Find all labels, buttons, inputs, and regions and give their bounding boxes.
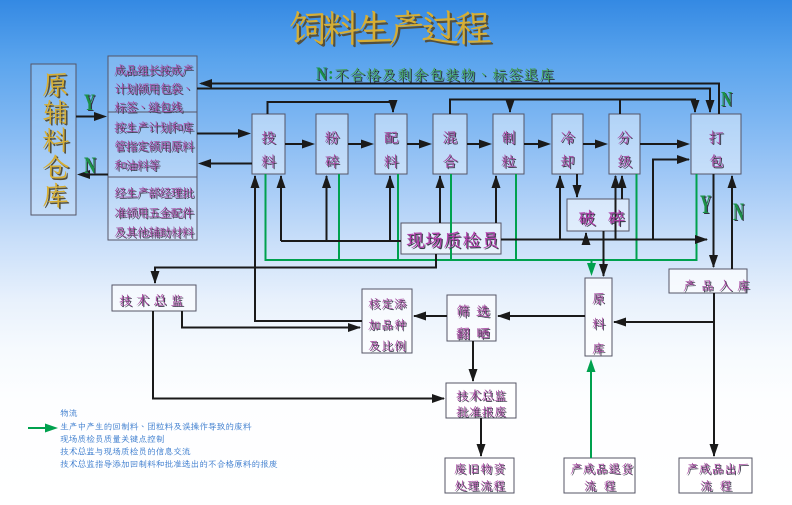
svg-text:N: N — [316, 64, 327, 85]
svg-text:Y: Y — [85, 91, 96, 116]
svg-text::: : — [328, 64, 334, 83]
svg-text:N: N — [734, 200, 745, 227]
svg-text:N: N — [317, 65, 328, 86]
svg-text:Y: Y — [84, 90, 95, 115]
svg-text:N: N — [722, 88, 733, 112]
svg-text:N: N — [84, 153, 96, 178]
svg-text:N: N — [85, 154, 97, 179]
svg-text:N: N — [721, 87, 732, 111]
svg-text:N: N — [733, 199, 744, 226]
svg-text:Y: Y — [700, 190, 711, 219]
svg-text:Y: Y — [701, 191, 712, 220]
